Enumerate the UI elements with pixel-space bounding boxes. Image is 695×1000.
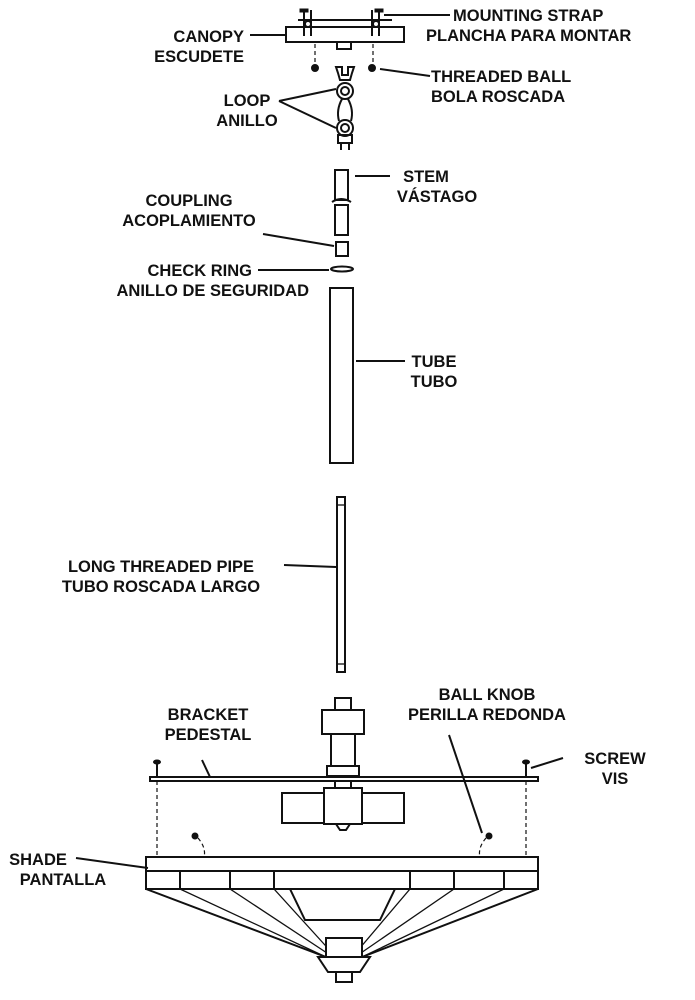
label-stem-en: STEM [403,168,449,186]
leader-lines [75,14,564,869]
long-threaded-pipe-part [336,496,346,673]
mounting-strap-part [298,8,392,36]
label-screw-en: SCREW [584,750,646,768]
threaded-ball-part [311,64,376,72]
tube-part [329,287,354,464]
label-mounting-strap-en: MOUNTING STRAP [453,7,603,25]
check-ring-part [330,265,354,273]
label-bracket: BRACKET PEDESTAL [165,706,252,744]
label-tube-en: TUBE [412,353,457,371]
label-threaded-ball-en: THREADED BALL [431,68,571,86]
label-bracket-en: BRACKET [168,706,249,724]
coupling-part [335,241,349,257]
label-tube: TUBE TUBO [411,353,458,391]
label-coupling-es: ACOPLAMIENTO [122,212,256,230]
label-threaded-ball: THREADED BALL BOLA ROSCADA [431,68,571,106]
label-canopy-en: CANOPY [173,28,244,46]
label-shade-es: PANTALLA [20,871,107,889]
label-stem: STEM VÁSTAGO [397,168,478,206]
label-shade-en: SHADE [9,851,67,869]
label-screw: SCREW VIS [584,750,646,788]
label-ball-knob-en: BALL KNOB [439,686,536,704]
label-ball-knob-es: PERILLA REDONDA [408,706,566,724]
label-ball-knob: BALL KNOB PERILLA REDONDA [408,686,566,724]
label-screw-es: VIS [602,770,629,788]
label-coupling-en: COUPLING [145,192,232,210]
label-check-ring-en: CHECK RING [147,262,252,280]
label-check-ring-es: ANILLO DE SEGURIDAD [116,282,309,300]
canopy-part [285,26,405,50]
label-long-threaded-pipe-es: TUBO ROSCADA LARGO [62,578,260,596]
label-tube-es: TUBO [411,373,458,391]
label-shade: SHADE PANTALLA [9,851,106,889]
socket-assembly [281,697,405,831]
label-canopy-es: ESCUDETE [154,48,244,66]
label-bracket-es: PEDESTAL [165,726,252,744]
label-threaded-ball-es: BOLA ROSCADA [431,88,565,106]
ball-knob-part [191,832,493,867]
loop-part [334,66,356,150]
label-long-threaded-pipe-en: LONG THREADED PIPE [68,558,254,576]
label-stem-es: VÁSTAGO [397,187,478,206]
label-loop-en: LOOP [224,92,271,110]
label-check-ring: CHECK RING ANILLO DE SEGURIDAD [116,262,309,300]
label-coupling: COUPLING ACOPLAMIENTO [122,192,256,230]
shade-part [145,856,539,983]
bracket-part [149,776,539,782]
label-loop-es: ANILLO [216,112,278,130]
label-mounting-strap-es: PLANCHA PARA MONTAR [426,27,631,45]
label-canopy: CANOPY ESCUDETE [154,28,244,66]
label-long-threaded-pipe: LONG THREADED PIPE TUBO ROSCADA LARGO [62,558,260,596]
screw-part [153,759,530,777]
label-mounting-strap: MOUNTING STRAP PLANCHA PARA MONTAR [426,7,631,45]
label-loop: LOOP ANILLO [216,92,278,130]
stem-part [331,169,352,236]
